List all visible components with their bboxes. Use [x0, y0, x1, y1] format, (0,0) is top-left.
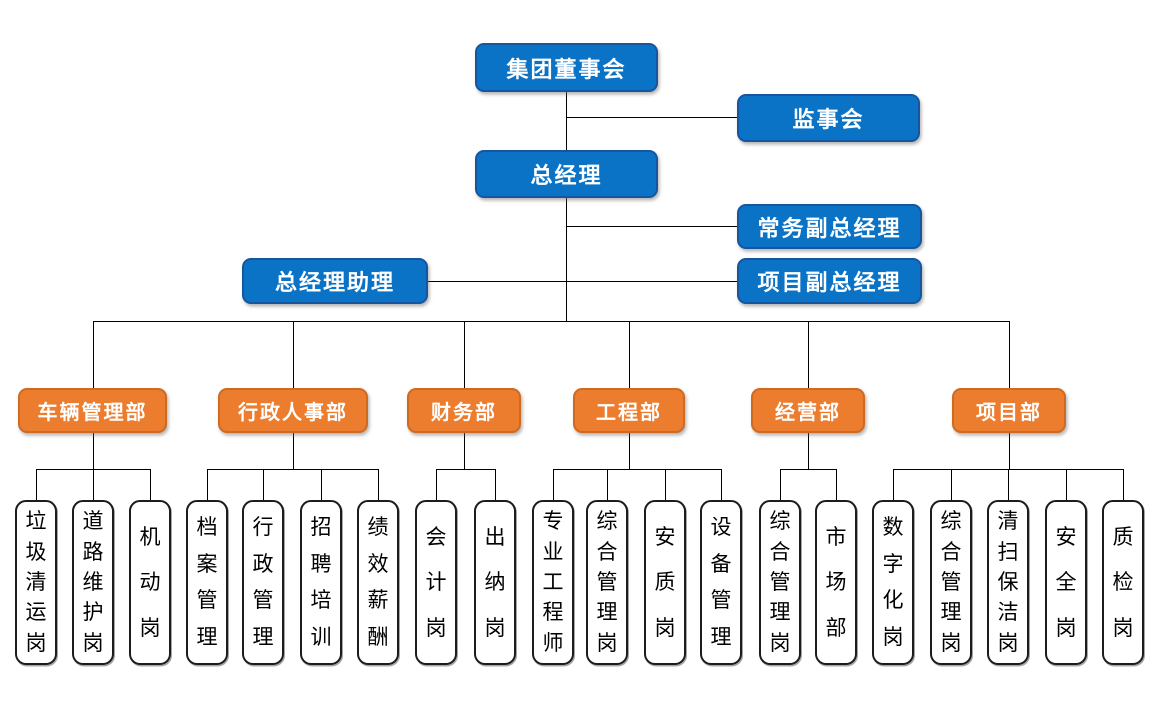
node-dept-engineering: 工程部 [573, 388, 685, 433]
connector-pos-stub [263, 469, 264, 500]
node-pos-professional-engineer: 专业工程师 [532, 500, 574, 665]
connector-dept-trunk [1009, 433, 1010, 470]
connector-dept-stub [93, 321, 94, 388]
node-pos-digitalization: 数字化岗 [872, 500, 914, 665]
node-project-deputy-gm: 项目副总经理 [737, 258, 922, 304]
connector-pos-stub [721, 469, 722, 500]
node-pos-safety-quality: 安质岗 [644, 500, 686, 665]
node-pos-accounting: 会计岗 [415, 500, 457, 665]
node-dept-operations: 经营部 [751, 388, 865, 433]
connector-rail-hr [207, 469, 378, 470]
node-dept-project: 项目部 [952, 388, 1066, 433]
node-pos-general-management-proj: 综合管理岗 [930, 500, 972, 665]
connector-dept-trunk [464, 433, 465, 470]
connector-rail-finance [436, 469, 495, 470]
node-pos-cashier: 出纳岗 [474, 500, 516, 665]
connector-dept-stub [1009, 321, 1010, 388]
node-pos-garbage-removal: 垃圾清运岗 [15, 500, 57, 665]
node-general-manager: 总经理 [475, 150, 658, 198]
connector-rail-engineering [553, 469, 721, 470]
connector-board-gm [566, 92, 567, 150]
node-group-board: 集团董事会 [475, 43, 658, 92]
connector-dept-stub [808, 321, 809, 388]
node-exec-deputy-gm: 常务副总经理 [737, 204, 922, 249]
connector-pos-stub [1008, 469, 1009, 500]
connector-pos-stub [321, 469, 322, 500]
connector-dept-trunk [808, 433, 809, 470]
connector-pos-stub [1066, 469, 1067, 500]
connector-pos-stub [836, 469, 837, 500]
connector-pos-stub [36, 469, 37, 500]
node-pos-general-management-eng: 综合管理岗 [586, 500, 628, 665]
node-pos-equipment-management: 设备管理 [700, 500, 742, 665]
connector-supervisory [566, 117, 737, 118]
node-pos-quality-inspection: 质检岗 [1102, 500, 1144, 665]
connector-exec-deputy [566, 226, 737, 227]
connector-dept-trunk [293, 433, 294, 470]
connector-pos-stub [893, 469, 894, 500]
connector-pos-stub [378, 469, 379, 500]
connector-pos-stub [436, 469, 437, 500]
node-pos-sweeping-cleaning: 清扫保洁岗 [987, 500, 1029, 665]
connector-dept-stub [464, 321, 465, 388]
node-dept-admin-hr: 行政人事部 [218, 388, 368, 433]
connector-departments-main [93, 321, 1009, 322]
connector-assistant-project-deputy [428, 281, 737, 282]
connector-pos-stub [1123, 469, 1124, 500]
node-pos-recruitment-training: 招聘培训 [300, 500, 342, 665]
node-gm-assistant: 总经理助理 [242, 258, 428, 304]
node-supervisory-board: 监事会 [737, 94, 920, 142]
connector-pos-stub [607, 469, 608, 500]
connector-dept-stub [293, 321, 294, 388]
connector-pos-stub [553, 469, 554, 500]
node-pos-general-management-ops: 综合管理岗 [759, 500, 801, 665]
node-pos-mobile-duty: 机动岗 [129, 500, 171, 665]
node-pos-road-maintenance: 道路维护岗 [72, 500, 114, 665]
connector-dept-stub [629, 321, 630, 388]
node-dept-finance: 财务部 [407, 388, 521, 433]
connector-dept-trunk [93, 433, 94, 470]
connector-pos-stub [207, 469, 208, 500]
node-dept-vehicle-management: 车辆管理部 [18, 388, 167, 433]
connector-gm-trunk [566, 198, 567, 322]
node-pos-safety: 安全岗 [1045, 500, 1087, 665]
connector-pos-stub [93, 469, 94, 500]
node-pos-admin-management: 行政管理 [242, 500, 284, 665]
connector-pos-stub [495, 469, 496, 500]
connector-rail-operations [780, 469, 836, 470]
node-pos-market: 市场部 [815, 500, 857, 665]
node-pos-performance-compensation: 绩效薪酬 [357, 500, 399, 665]
connector-pos-stub [951, 469, 952, 500]
connector-pos-stub [780, 469, 781, 500]
node-pos-archives-management: 档案管理 [186, 500, 228, 665]
connector-pos-stub [665, 469, 666, 500]
connector-pos-stub [150, 469, 151, 500]
connector-dept-trunk [629, 433, 630, 470]
